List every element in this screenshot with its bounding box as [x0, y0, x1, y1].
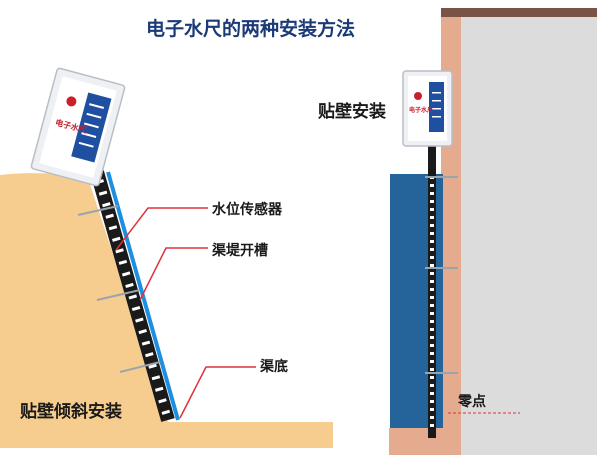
rod-tick [115, 248, 124, 254]
rod-tick [131, 305, 141, 312]
rod-tick [158, 398, 167, 404]
rod-tick [154, 386, 164, 392]
soil-bank [0, 173, 333, 449]
rod-tick [430, 224, 434, 227]
rod-tick [112, 236, 121, 242]
rod-tick [141, 340, 151, 346]
wall-sensor-device-box [402, 70, 453, 147]
device-display-panel [71, 92, 112, 163]
rod-tick [151, 375, 161, 381]
label-zero-point: 零点 [458, 394, 486, 410]
device-logo-icon [66, 96, 77, 107]
rod-tick [430, 192, 434, 195]
rod-tick [430, 336, 434, 339]
rod-tick [102, 202, 111, 208]
rod-tick [430, 200, 434, 203]
channel-slot-strip [106, 171, 180, 421]
device-logo-icon [414, 92, 422, 100]
rod-tick [430, 328, 434, 331]
rod-tick [430, 424, 434, 427]
leader-line-bottom [179, 366, 256, 419]
rod-tick [430, 208, 434, 211]
rod-tick [430, 376, 434, 379]
rod-tick [98, 190, 108, 196]
wall-body [461, 17, 597, 455]
mounting-bracket [96, 289, 141, 301]
rod-tick [430, 280, 434, 283]
rod-tick [430, 184, 434, 187]
rod-tick [430, 296, 434, 299]
rod-tick [105, 213, 114, 219]
rod-tick [125, 282, 134, 288]
rod-tick [430, 344, 434, 347]
rod-tick [430, 240, 434, 243]
wall-cap [441, 8, 597, 17]
rod-tick [145, 352, 154, 358]
rod-tick [430, 304, 434, 307]
rod-tick [430, 392, 434, 395]
rod-tick [430, 264, 434, 267]
rod-tick [148, 363, 157, 369]
rod-tick [121, 271, 131, 277]
wall-device-brand-text: 电子水尺 [409, 107, 434, 114]
rod-tick [430, 248, 434, 251]
rod-tick [430, 272, 434, 275]
rod-tick [135, 317, 144, 323]
rod-tick [430, 400, 434, 403]
rod-tick [430, 312, 434, 315]
mounting-bracket [119, 361, 161, 373]
rod-tick [118, 259, 128, 265]
rod-tick [430, 368, 434, 371]
rod-tick [138, 329, 147, 335]
device-display-panel [429, 82, 444, 132]
label-channel-bottom: 渠底 [260, 359, 288, 375]
leader-line-channel [139, 247, 208, 301]
wall-base-edge [389, 428, 461, 455]
rod-tick [108, 225, 118, 231]
rod-tick [161, 409, 171, 415]
rod-tick [430, 408, 434, 411]
rod-tick [128, 294, 138, 300]
label-wall-mount: 贴壁安装 [318, 102, 386, 122]
rod-tick [430, 232, 434, 235]
label-inclined-mount: 贴壁倾斜安装 [20, 402, 122, 422]
rod-tick [430, 216, 434, 219]
rod-tick [430, 360, 434, 363]
label-channel-slot: 渠堤开槽 [212, 243, 268, 259]
rod-tick [430, 256, 434, 259]
mounting-bracket [77, 205, 119, 216]
rod-tick [430, 288, 434, 291]
rod-tick [430, 352, 434, 355]
rod-tick [430, 320, 434, 323]
rod-tick [430, 416, 434, 419]
gauge-rod-ticks [95, 179, 171, 415]
diagram-title: 电子水尺的两种安装方法 [146, 18, 356, 40]
sensor-device-box [30, 67, 126, 187]
leader-line-sensor [115, 207, 208, 251]
rod-tick [430, 384, 434, 387]
label-water-level-sensor: 水位传感器 [212, 202, 282, 218]
